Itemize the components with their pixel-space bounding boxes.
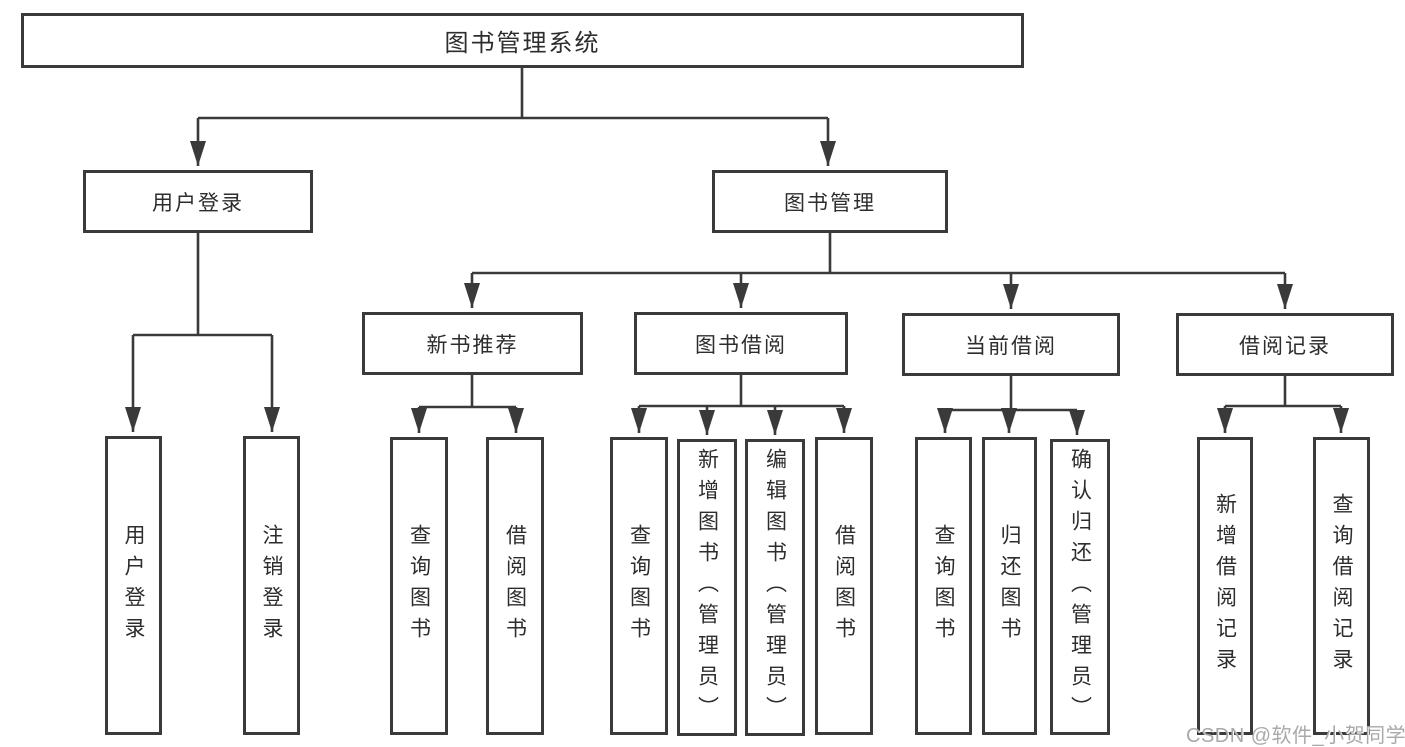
- node-book-borrowing: 图书借阅: [634, 312, 848, 375]
- node-label: 查询图书: [932, 524, 955, 648]
- node-current-borrowing: 当前借阅: [902, 313, 1120, 376]
- node-label: 编辑图书（管理员）: [763, 448, 787, 727]
- leaf-query-borrow-record: 查询借阅记录: [1313, 437, 1370, 735]
- node-label: 查询图书: [627, 524, 651, 648]
- node-user-login: 用户登录: [83, 170, 313, 233]
- node-borrowing-records: 借阅记录: [1176, 313, 1394, 376]
- leaf-borrow-books-borrowing: 借阅图书: [815, 437, 873, 735]
- leaf-borrow-books-recommend: 借阅图书: [486, 437, 544, 735]
- node-new-book-recommend: 新书推荐: [362, 312, 583, 375]
- leaf-query-books-current: 查询图书: [915, 437, 972, 735]
- node-label: 当前借阅: [965, 334, 1057, 358]
- node-label: 图书借阅: [695, 333, 787, 357]
- node-label: 归还图书: [998, 524, 1021, 648]
- node-label: 注销登录: [260, 523, 283, 648]
- node-label: 借阅图书: [832, 524, 856, 648]
- watermark: CSDN @软件_小贺同学: [1186, 725, 1405, 747]
- node-label: 用户登录: [122, 523, 145, 648]
- leaf-user-login: 用户登录: [105, 436, 162, 735]
- leaf-add-books-admin: 新增图书（管理员）: [677, 439, 737, 736]
- leaf-confirm-return-admin: 确认归还（管理员）: [1050, 439, 1110, 735]
- node-label: 借阅记录: [1239, 334, 1331, 358]
- leaf-return-books: 归还图书: [982, 437, 1037, 735]
- node-book-management: 图书管理: [712, 170, 948, 233]
- leaf-edit-books-admin: 编辑图书（管理员）: [745, 439, 805, 736]
- leaf-logout: 注销登录: [243, 436, 300, 735]
- leaf-query-books-borrowing: 查询图书: [610, 437, 668, 735]
- leaf-query-books-recommend: 查询图书: [390, 437, 448, 735]
- leaf-add-borrow-record: 新增借阅记录: [1197, 437, 1253, 735]
- node-library-system: 图书管理系统: [21, 13, 1024, 68]
- connector-trunks: [133, 68, 1341, 412]
- node-label: 新增图书（管理员）: [695, 448, 719, 727]
- node-label: 查询图书: [407, 524, 431, 648]
- node-label: 借阅图书: [503, 524, 527, 648]
- node-label: 用户登录: [152, 191, 244, 215]
- node-label: 图书管理系统: [444, 30, 601, 57]
- node-label: 确认归还（管理员）: [1068, 447, 1092, 727]
- node-label: 图书管理: [784, 191, 876, 215]
- node-label: 新增借阅记录: [1213, 493, 1237, 679]
- node-label: 查询借阅记录: [1330, 493, 1353, 679]
- node-label: 新书推荐: [426, 333, 519, 357]
